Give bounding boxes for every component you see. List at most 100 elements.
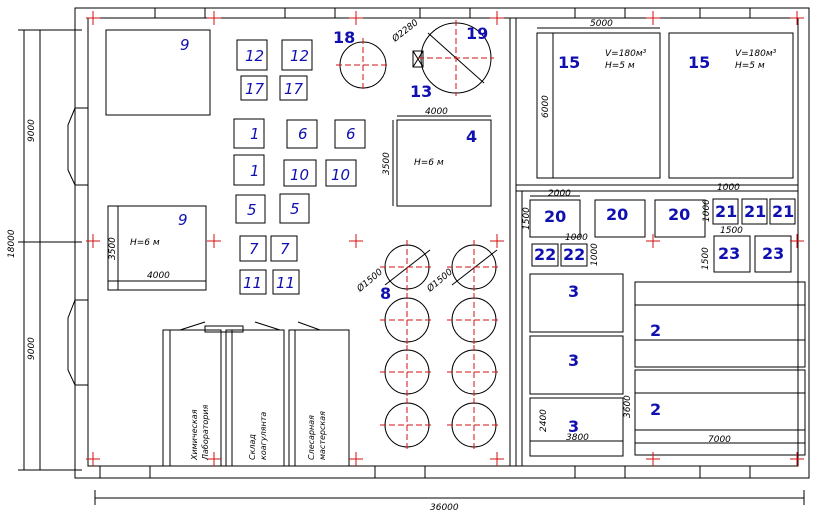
equipment-17a (240, 75, 268, 101)
equipment-20c (654, 199, 706, 238)
equipment-22a (531, 243, 559, 267)
dim-left-lower: 9000 (27, 337, 37, 360)
equipment-23a (713, 235, 751, 273)
room-workshop-label-2: мастерская (318, 411, 327, 460)
dim-eq23-width: 1500 (720, 226, 743, 236)
equipment-20a (529, 199, 581, 238)
label-3a: 3 (568, 282, 579, 301)
equipment-12a (236, 39, 268, 71)
room-warehouse (225, 329, 285, 467)
dim-eq23-height: 1500 (701, 247, 711, 270)
dim-pool-width: 5000 (590, 19, 613, 29)
equipment-2a (634, 281, 806, 368)
equipment-21b (741, 198, 768, 225)
equipment-23b (754, 235, 792, 273)
dim-total-height: 18000 (7, 229, 17, 258)
dim-eq20-height: 1500 (522, 207, 532, 230)
window (574, 465, 626, 479)
label-10b: 10 (331, 166, 350, 184)
label-13: 13 (410, 82, 432, 101)
label-20b: 20 (606, 205, 628, 224)
label-4: 4 (466, 127, 477, 146)
equipment-7b (270, 235, 298, 262)
window (154, 7, 206, 19)
label-5b: 5 (290, 200, 300, 218)
label-10a: 10 (290, 166, 309, 184)
window (699, 7, 751, 19)
label-15a: 15 (558, 53, 580, 72)
dim-eq9-height: 3500 (108, 237, 118, 260)
equipment-6a (286, 119, 318, 149)
label-21c: 21 (772, 202, 794, 221)
dim-eq3-height: 2400 (539, 409, 549, 432)
label-11a: 11 (243, 274, 262, 292)
equipment-22b (560, 243, 588, 267)
building-inner-wall (87, 17, 799, 467)
label-3b: 3 (568, 351, 579, 370)
window (574, 7, 626, 19)
equipment-21c (769, 198, 796, 225)
equipment-5b (279, 193, 310, 224)
equipment-4 (396, 119, 492, 207)
dim-eq21-width: 1000 (717, 183, 740, 193)
label-7a: 7 (249, 240, 259, 258)
eq9-height-note: H=6 м (130, 238, 160, 248)
label-15b: 15 (688, 53, 710, 72)
equipment-20b (594, 199, 646, 238)
room-laboratory-label-1: Химическая (190, 409, 199, 461)
label-23a: 23 (718, 244, 740, 263)
label-11b: 11 (276, 274, 295, 292)
equipment-5a (235, 194, 266, 224)
window (99, 465, 151, 479)
equipment-9-top (105, 29, 211, 116)
dim-eq2-height: 3600 (623, 395, 633, 418)
label-12a: 12 (245, 47, 264, 65)
equipment-7a (239, 235, 267, 262)
label-18: 18 (333, 28, 355, 47)
equipment-10a (283, 159, 317, 187)
window (284, 7, 336, 19)
pool-height-a: H=5 м (605, 61, 635, 71)
window (374, 465, 426, 479)
room-warehouse-label-2: коагулянта (259, 412, 268, 460)
equipment-3c (529, 397, 624, 457)
label-21a: 21 (715, 202, 737, 221)
label-22a: 22 (534, 245, 556, 264)
dim-eq2-width: 7000 (708, 435, 731, 445)
dim-eq21-height: 1000 (702, 199, 712, 222)
equipment-17b (279, 75, 308, 101)
building-outer-wall (74, 7, 810, 479)
pool-15a (536, 32, 661, 179)
room-workshop-label-1: Слесарная (307, 415, 316, 460)
dim-eq4-width: 4000 (425, 107, 448, 117)
label-6b: 6 (346, 125, 356, 143)
label-19: 19 (466, 24, 488, 43)
equipment-10b (325, 159, 357, 187)
label-5a: 5 (247, 201, 257, 219)
label-1b: 1 (250, 162, 260, 180)
equipment-3b (529, 335, 624, 395)
dim-eq20-width: 2000 (548, 189, 571, 199)
label-22b: 22 (563, 245, 585, 264)
room-warehouse-label-1: Склад (248, 434, 257, 460)
label-9-top: 9 (180, 36, 190, 54)
equipment-11b (272, 269, 300, 295)
label-2a: 2 (650, 321, 661, 340)
label-3c: 3 (568, 417, 579, 436)
room-laboratory-label-2: Лаборатория (201, 404, 210, 461)
dim-pool-height: 6000 (541, 95, 551, 118)
equipment-6b (334, 119, 366, 149)
equipment-1a (233, 118, 265, 149)
dim-left-upper: 9000 (27, 119, 37, 142)
label-12b: 12 (290, 47, 309, 65)
equipment-1b (233, 154, 265, 186)
window (419, 7, 471, 19)
equipment-9-lower (107, 205, 207, 291)
pool-height-b: H=5 м (735, 61, 765, 71)
dim-eq9-width: 4000 (147, 271, 170, 281)
label-23b: 23 (762, 244, 784, 263)
dim-eq22-height: 1000 (590, 243, 600, 266)
door-left-upper (67, 107, 76, 186)
dim-eq22-width: 1000 (565, 233, 588, 243)
